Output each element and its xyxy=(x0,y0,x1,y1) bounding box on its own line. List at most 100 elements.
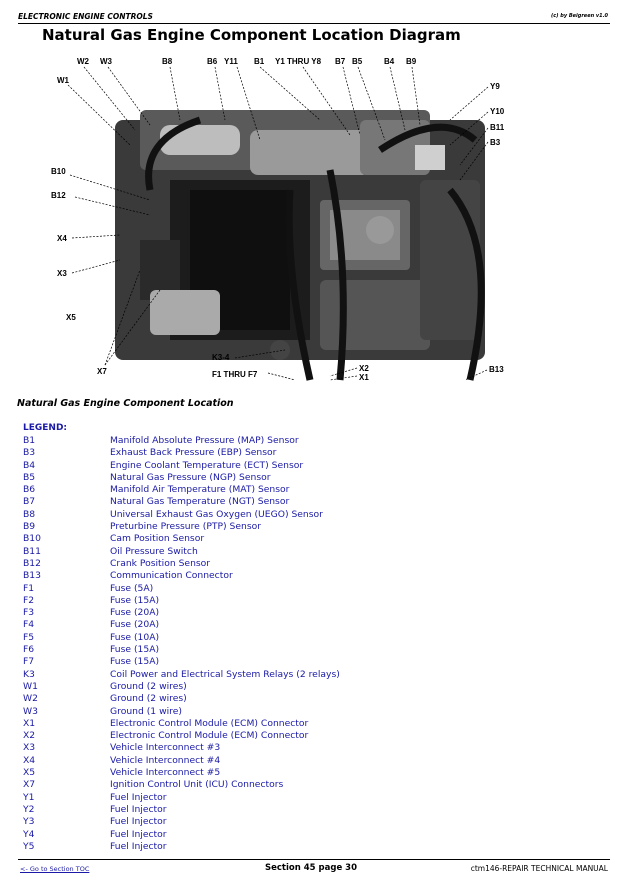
engine-hoses xyxy=(145,116,485,381)
legend: LEGEND: B1 Manifold Absolute Pressure (MA… xyxy=(23,422,443,853)
callout-x2: X2 xyxy=(359,364,369,373)
legend-code: B12 xyxy=(23,557,41,569)
legend-description: Electronic Control Module (ECM) Connecto… xyxy=(110,730,309,742)
callout-b8: B8 xyxy=(162,57,173,66)
legend-description: Fuse (15A) xyxy=(110,644,160,656)
legend-code: X5 xyxy=(23,767,36,779)
legend-code: F3 xyxy=(23,607,35,619)
legend-description: Electronic Control Module (ECM) Connecto… xyxy=(110,717,309,729)
legend-code: B7 xyxy=(23,496,36,508)
legend-description: Universal Exhaust Gas Oxygen (UEGO) Sens… xyxy=(110,508,323,520)
page-number: Section 45 page 30 xyxy=(265,863,357,873)
footer-divider xyxy=(18,859,610,860)
callout-x1: X1 xyxy=(359,373,369,382)
legend-code: Y4 xyxy=(23,828,35,840)
legend-code: X4 xyxy=(23,754,36,766)
legend-code: F7 xyxy=(23,656,35,668)
page-title: Natural Gas Engine Component Location Di… xyxy=(42,26,461,44)
callout-b13: B13 xyxy=(489,365,504,374)
header-section-title: ELECTRONIC ENGINE CONTROLS xyxy=(18,12,153,21)
legend-code: Y1 xyxy=(23,791,35,803)
callout-x3: X3 xyxy=(57,269,67,278)
legend-description: Preturbine Pressure (PTP) Sensor xyxy=(110,521,262,533)
legend-item: F4 Fuse (20A) xyxy=(23,619,443,631)
legend-description: Fuse (20A) xyxy=(110,619,160,631)
legend-description: Engine Coolant Temperature (ECT) Sensor xyxy=(110,459,304,471)
legend-code: X7 xyxy=(23,779,36,791)
callout-b5: B5 xyxy=(352,57,363,66)
callout-w2: W2 xyxy=(77,57,90,66)
legend-heading: LEGEND: xyxy=(23,423,68,433)
legend-description: Fuse (10A) xyxy=(110,631,160,643)
callout-k3-4: K3-4 xyxy=(212,353,230,362)
callout-w1: W1 xyxy=(57,76,70,85)
legend-item: F5 Fuse (10A) xyxy=(23,632,443,644)
legend-description: Crank Position Sensor xyxy=(110,557,211,569)
callout-b3: B3 xyxy=(490,138,501,147)
legend-code: B11 xyxy=(23,545,41,557)
engine-illustration: W2 W3 W1 B8 B6 Y11 B1 Y1 THRU Y8 B7 B5 B… xyxy=(51,57,505,382)
legend-description: Natural Gas Temperature (NGT) Sensor xyxy=(110,496,290,508)
legend-code: Y5 xyxy=(23,840,35,852)
callout-y11: Y11 xyxy=(224,57,238,66)
legend-description: Ignition Control Unit (ICU) Connectors xyxy=(110,779,284,791)
legend-code: B1 xyxy=(23,435,36,446)
callout-labels: W2 W3 W1 B8 B6 Y11 B1 Y1 THRU Y8 B7 B5 B… xyxy=(51,57,505,382)
legend-description: Fuel Injector xyxy=(110,791,167,803)
legend-item: B1 Manifold Absolute Pressure (MAP) Senso… xyxy=(23,435,443,447)
legend-code: X1 xyxy=(23,717,36,729)
legend-description: Oil Pressure Switch xyxy=(110,545,198,557)
callout-b10: B10 xyxy=(51,167,66,176)
legend-item: X3 Vehicle Interconnect #3 xyxy=(23,742,443,754)
legend-item: B11 Oil Pressure Switch xyxy=(23,546,443,558)
section-toc-link[interactable]: <- Go to Section TOC xyxy=(20,865,90,873)
legend-description: Manifold Absolute Pressure (MAP) Sensor xyxy=(110,435,299,446)
legend-item: X7 Ignition Control Unit (ICU) Connectors xyxy=(23,779,443,791)
callout-y1-thru-y8: Y1 THRU Y8 xyxy=(275,57,322,66)
legend-item: X1 Electronic Control Module (ECM) Connec… xyxy=(23,718,443,730)
legend-code: B4 xyxy=(23,459,36,471)
callout-x7: X7 xyxy=(97,367,107,376)
callout-x5: X5 xyxy=(66,313,76,322)
legend-code: X2 xyxy=(23,730,36,742)
legend-code: W2 xyxy=(23,693,38,705)
legend-code: B9 xyxy=(23,521,36,533)
callout-b12: B12 xyxy=(51,191,66,200)
legend-description: Ground (2 wires) xyxy=(110,680,187,692)
legend-code: X3 xyxy=(23,742,36,754)
legend-code: F5 xyxy=(23,631,35,643)
callout-b9: B9 xyxy=(406,57,417,66)
callout-x4: X4 xyxy=(57,234,67,243)
header-divider xyxy=(18,23,610,24)
legend-description: Fuse (5A) xyxy=(110,582,154,594)
callout-y10: Y10 xyxy=(490,107,505,116)
callout-b11: B11 xyxy=(490,123,505,132)
callout-b4: B4 xyxy=(384,57,395,66)
legend-code: F4 xyxy=(23,619,35,631)
legend-code: K3 xyxy=(23,668,35,680)
legend-item: X2 Electronic Control Module (ECM) Connec… xyxy=(23,730,443,742)
header-credit: (c) by Beigreen v1.0 xyxy=(550,13,608,19)
legend-code: B13 xyxy=(23,570,41,582)
legend-code: W1 xyxy=(23,680,38,692)
legend-description: Vehicle Interconnect #4 xyxy=(110,754,221,766)
legend-description: Vehicle Interconnect #3 xyxy=(110,742,221,754)
legend-item: B9 Preturbine Pressure (PTP) Sensor xyxy=(23,521,443,533)
legend-code: F6 xyxy=(23,644,35,656)
callout-y9: Y9 xyxy=(490,82,500,91)
legend-description: Coil Power and Electrical System Relays … xyxy=(110,668,340,680)
legend-item: Y1 Fuel Injector xyxy=(23,792,443,804)
legend-description: Fuel Injector xyxy=(110,803,167,815)
legend-item: B12 Crank Position Sensor xyxy=(23,558,443,570)
